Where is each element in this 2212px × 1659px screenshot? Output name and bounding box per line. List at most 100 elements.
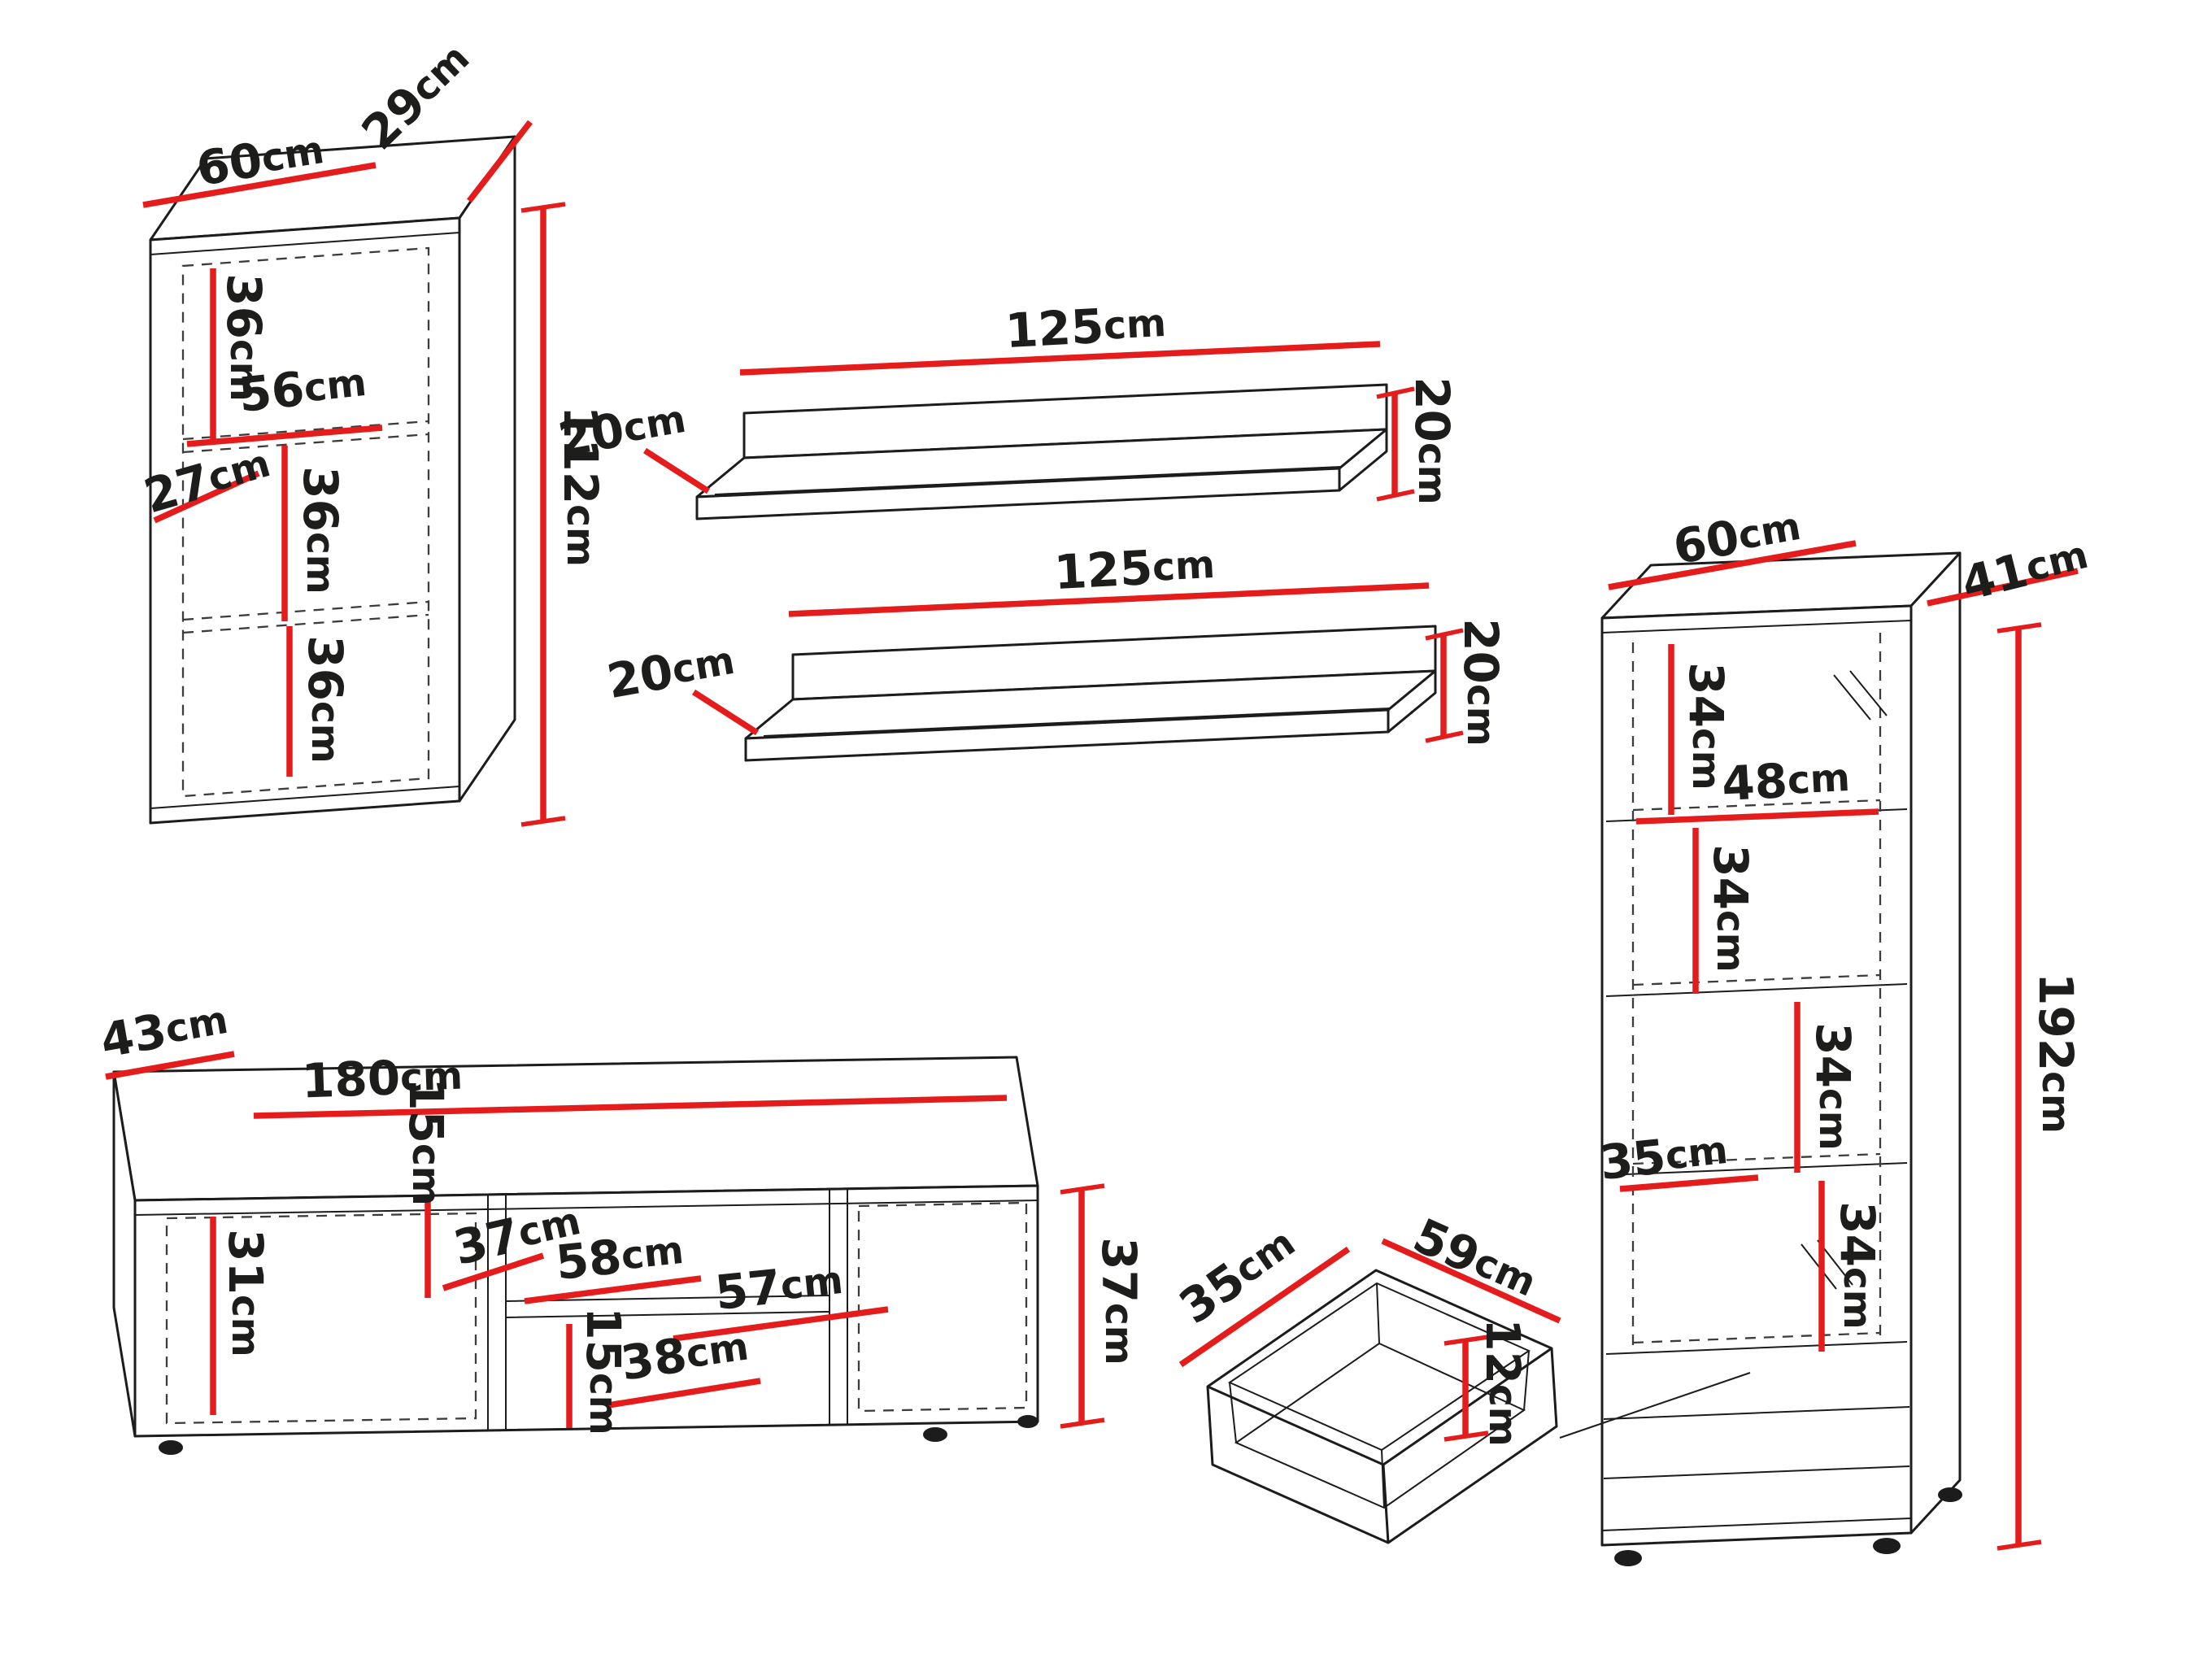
dim-wall-cabinet-width: 60cm (193, 122, 328, 197)
dim-tv-stand-section-left: 58cm (553, 1222, 686, 1291)
tv-stand-top-face (112, 1056, 1039, 1202)
dim-tick (1443, 1335, 1489, 1442)
dim-tv-stand-niche-top: 15cm (398, 1078, 454, 1206)
dim-line-wall-cabinet-width (142, 162, 377, 208)
dim-shelf-height: 20cm (1404, 377, 1460, 505)
dim-tv-stand-niche-bottom: 15cm (576, 1307, 631, 1435)
tv-stand-top-rim (134, 1200, 1039, 1216)
wall-shelf-bottom: 125cm 20cm 20cm (603, 537, 1509, 762)
wall-cabinet-hidden-shelf-1 (182, 420, 429, 454)
dim-tv-stand-inner-left-height: 31cm (218, 1229, 273, 1357)
dim-line-drawer-width (1381, 1238, 1561, 1324)
dim-line-tall-cabinet-width (1608, 540, 1857, 590)
dim-tick (1425, 628, 1464, 743)
dim-line-shelf-depth (691, 689, 760, 736)
wall-cabinet-side-face (458, 135, 516, 803)
dim-tv-stand-inner-mid: 37cm (449, 1193, 586, 1276)
tv-stand-foot (1017, 1415, 1039, 1428)
dim-drawer-depth: 35cm (1169, 1216, 1306, 1335)
tall-cabinet-drawer-line-1 (1603, 1406, 1910, 1420)
dim-tick (520, 202, 566, 827)
tv-stand-middle-shelf (505, 1295, 830, 1318)
dim-tall-cabinet-width: 60cm (1670, 499, 1805, 575)
tv-stand-partition-right (829, 1189, 848, 1425)
dim-tall-cabinet-shelf-2: 34cm (1703, 844, 1758, 973)
dim-line-tv-stand-width (253, 1095, 1008, 1119)
tall-cabinet-side-face (1909, 551, 1962, 1535)
wall-cabinet-hidden-shelf-2 (182, 600, 429, 634)
dim-line-tv-stand-section-end (607, 1378, 761, 1409)
tv-stand-hidden-left (165, 1212, 477, 1425)
dim-tick (1376, 386, 1415, 502)
dim-line-wall-cabinet-inner-depth (153, 470, 260, 524)
tv-stand: 43cm 180cm 37cm 31cm 15cm 37cm 58cm 57cm… (97, 992, 1147, 1455)
dim-tall-cabinet-height: 192cm (2028, 973, 2084, 1134)
dim-line-shelf-width (788, 582, 1430, 617)
wall-shelf-top: 125cm 20cm 20cm (555, 295, 1460, 520)
tall-cabinet-hidden-sides (1631, 633, 1882, 1350)
dim-wall-cabinet-inner-bottom: 36cm (298, 635, 353, 764)
drawer-leader-line (1559, 1372, 1751, 1439)
dim-drawer-height: 12cm (1475, 1318, 1531, 1447)
tall-cabinet-shelf-line-2 (1605, 983, 1908, 997)
dim-tv-stand-section-right: 57cm (712, 1252, 846, 1321)
dim-tall-cabinet-shelf-4: 34cm (1830, 1201, 1885, 1330)
wall-cabinet: 60cm 29cm 112cm 36cm 56cm 27cm 36cm 36cm (138, 35, 608, 827)
shelf-lip-inner-line (763, 708, 1391, 737)
wall-cabinet-bottom-rim (150, 786, 460, 809)
shelf-right-end (1338, 428, 1388, 492)
dim-line-tall-cabinet-inner-depth (1619, 1174, 1759, 1192)
dim-line-drawer-depth (1178, 1246, 1351, 1368)
tall-cabinet-foot (1614, 1550, 1642, 1566)
dim-tall-cabinet-depth: 41cm (1956, 527, 2093, 612)
tall-cabinet-foot (1873, 1538, 1901, 1554)
dim-line-tv-stand-inner-mid (442, 1252, 545, 1291)
dim-shelf-depth: 20cm (603, 633, 739, 709)
dim-shelf-width: 125cm (1052, 537, 1216, 600)
shelf-lip-inner-line (714, 466, 1342, 495)
wall-cabinet-front-face (149, 216, 461, 825)
dim-line-tall-cabinet-inner-width (1635, 808, 1879, 825)
dim-tick (1996, 622, 2042, 1551)
dim-shelf-depth: 20cm (555, 391, 690, 468)
drawer-inner-corners (1229, 1282, 1530, 1509)
dim-tick (1060, 1183, 1105, 1429)
dim-tall-cabinet-shelf-1: 34cm (1679, 662, 1734, 790)
dim-shelf-width: 125cm (1004, 295, 1167, 359)
dim-tv-stand-depth: 43cm (97, 992, 233, 1069)
dim-tall-cabinet-shelf-3: 34cm (1805, 1022, 1861, 1151)
tv-stand-foot (159, 1440, 183, 1455)
dim-wall-cabinet-inner-middle: 36cm (293, 466, 348, 594)
tall-cabinet-bottom-rim (1601, 1517, 1912, 1531)
tall-cabinet-foot (1938, 1487, 1962, 1502)
dim-line-shelf-width (739, 341, 1381, 376)
dim-line-tv-stand-depth (105, 1051, 235, 1080)
shelf-right-end (1387, 669, 1437, 734)
tv-stand-hidden-right (857, 1201, 1028, 1413)
tv-stand-foot (923, 1427, 947, 1442)
dim-tv-stand-section-end: 38cm (617, 1318, 751, 1391)
dim-tall-cabinet-inner-depth: 35cm (1597, 1122, 1731, 1191)
dim-wall-cabinet-inner-width: 56cm (236, 355, 369, 423)
tall-cabinet: 60cm 41cm 192cm 34cm 48cm 34cm 34cm 35cm… (1597, 499, 2093, 1566)
dim-tv-stand-height: 37cm (1091, 1237, 1147, 1365)
tall-cabinet-drawer-line-2 (1603, 1465, 1910, 1479)
tall-cabinet-shelf-line-3 (1605, 1162, 1908, 1176)
dim-line-tall-cabinet-depth (1927, 568, 2079, 607)
dim-tv-stand-width: 180cm (301, 1048, 464, 1109)
dim-wall-cabinet-height: 112cm (553, 406, 608, 567)
dim-line-wall-cabinet-depth (467, 120, 533, 203)
dim-tall-cabinet-inner-width: 48cm (1721, 750, 1852, 812)
dim-line-tv-stand-section-left (524, 1275, 702, 1304)
drawer-outer-walls (1206, 1348, 1558, 1544)
dim-line-shelf-depth (642, 447, 711, 494)
tv-stand-partition-left (487, 1194, 507, 1430)
tall-cabinet-front-face (1600, 604, 1913, 1547)
tall-cabinet-top-rim (1601, 620, 1912, 634)
dim-shelf-height: 20cm (1453, 618, 1509, 747)
dim-wall-cabinet-inner-top: 36cm (216, 273, 272, 402)
dim-line-wall-cabinet-inner-width (186, 425, 383, 447)
tall-cabinet-shelf-line-4 (1605, 1341, 1908, 1355)
